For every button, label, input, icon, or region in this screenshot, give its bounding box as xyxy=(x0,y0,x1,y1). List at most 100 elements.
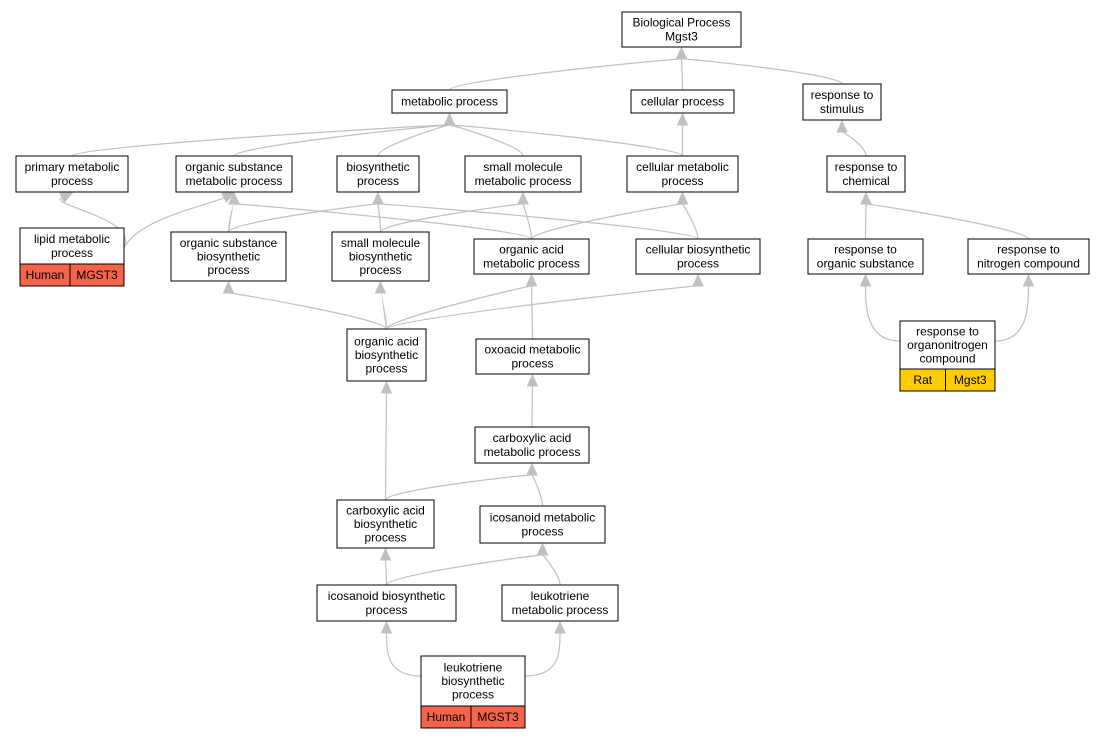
node-box xyxy=(170,231,287,282)
edge-arrowhead xyxy=(860,191,872,205)
edge-line xyxy=(448,124,684,157)
node-label-line: metabolic process xyxy=(401,95,498,109)
edge-orgsubbio-to-biosyn xyxy=(227,191,384,233)
edge-arrowhead xyxy=(526,462,538,476)
node-box xyxy=(175,155,293,193)
edge-arrowhead xyxy=(374,280,387,294)
node-cellular[interactable]: cellular process xyxy=(630,89,735,114)
edge-leukbio-to-leukmet xyxy=(524,620,566,677)
gene-label: MGST3 xyxy=(477,710,519,724)
node-label-line: Mgst3 xyxy=(665,29,698,43)
edge-line xyxy=(865,203,1030,240)
edge-orgacidbio-to-smallmolbio xyxy=(374,280,388,330)
edge-line xyxy=(864,203,867,240)
node-label-line: primary metabolic xyxy=(25,160,120,174)
node-label-line: biosynthetic xyxy=(354,517,417,531)
edge-line xyxy=(59,197,127,249)
edge-line xyxy=(531,385,534,428)
node-box xyxy=(621,11,742,48)
node-label-line: biosynthetic xyxy=(349,250,412,264)
node-label-line: icosanoid biosynthetic xyxy=(328,589,445,603)
node-label-line: oxoacid metabolic xyxy=(484,343,580,357)
node-label-line: lipid metabolic xyxy=(34,232,110,246)
node-label-line: process xyxy=(521,524,563,538)
node-box xyxy=(802,83,882,121)
node-label-line: organic substance xyxy=(817,256,915,270)
node-label-line: organic substance xyxy=(180,236,278,250)
edge-cellmet-to-cellular xyxy=(676,112,689,156)
node-box xyxy=(635,238,761,275)
edge-carbmet-to-oxoacid xyxy=(526,373,539,428)
edge-cellbio-to-cellmet xyxy=(676,191,699,240)
edge-leukmet-to-icosmet xyxy=(536,542,561,586)
edge-arrowhead xyxy=(836,119,848,133)
species-label: Human xyxy=(26,268,65,282)
node-label-line: cellular biosynthetic xyxy=(646,243,751,257)
edge-arrowhead xyxy=(526,373,539,387)
node-label-line: leukotriene xyxy=(444,660,503,674)
node-label-line: carboxylic acid xyxy=(346,503,425,517)
edge-line xyxy=(681,203,699,240)
edge-arrowhead xyxy=(859,273,872,287)
edge-line xyxy=(227,292,388,330)
edge-carbbio-to-orgacidbio xyxy=(380,380,393,501)
node-label-line: carboxylic acid xyxy=(493,431,572,445)
node-box xyxy=(501,584,619,622)
edge-stimulus-to-bp xyxy=(675,46,843,85)
node-label-line: biosynthetic xyxy=(346,160,409,174)
node-label-line: organic acid xyxy=(499,243,564,257)
node-label-line: process xyxy=(357,174,399,188)
node-box xyxy=(630,89,735,114)
edge-organonit-to-respnit xyxy=(994,273,1035,342)
edge-oxoacid-to-orgacidmet xyxy=(525,273,538,340)
node-box xyxy=(346,328,427,382)
node-box xyxy=(316,584,457,622)
node-box xyxy=(19,227,125,265)
edge-icosbio-to-carbbio xyxy=(379,547,392,586)
node-label-line: response to xyxy=(997,243,1060,257)
edge-line xyxy=(377,124,451,157)
gene-label: MGST3 xyxy=(76,268,118,282)
node-metabolic[interactable]: metabolic process xyxy=(391,89,508,114)
edge-orgacidbio-to-cellbio xyxy=(385,273,704,330)
edge-line xyxy=(385,554,544,586)
gene-label: Mgst3 xyxy=(954,373,987,387)
node-label-line: chemical xyxy=(842,174,889,188)
node-label-line: process xyxy=(207,263,249,277)
edge-line xyxy=(541,554,561,586)
edge-line xyxy=(680,58,843,85)
edge-arrowhead xyxy=(1022,273,1035,287)
node-label-line: biosynthetic xyxy=(355,348,418,362)
node-label-line: stimulus xyxy=(820,102,864,116)
node-label-line: cellular metabolic xyxy=(636,160,729,174)
node-label-line: nitrogen compound xyxy=(977,256,1080,270)
edge-cellbio-to-biosyn xyxy=(372,191,699,240)
edge-line xyxy=(384,392,388,501)
edge-icosmet-to-carbmet xyxy=(526,462,544,507)
